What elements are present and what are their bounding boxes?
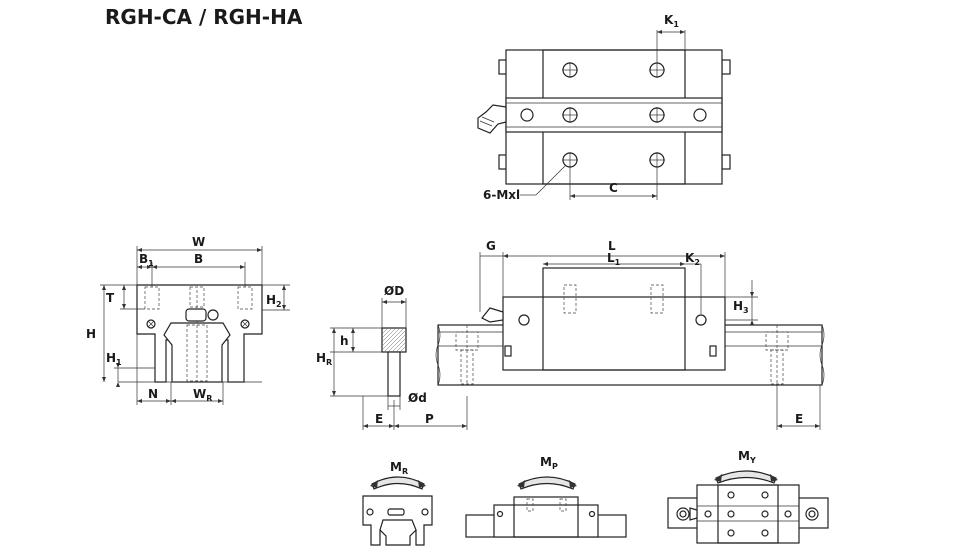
mr-arrow	[371, 476, 425, 490]
dim-h-small: h	[340, 334, 349, 348]
side-block	[502, 296, 726, 371]
mp-arrow	[518, 476, 576, 490]
dim-l1: L1	[607, 251, 621, 267]
dim-e-right: E	[795, 412, 803, 426]
dim-wr: WR	[193, 387, 212, 403]
dim-od-big: ØD	[384, 284, 404, 298]
label-my: MY	[738, 449, 756, 465]
dim-od-small: Ød	[408, 391, 427, 405]
side-view: G L L1 K2 H3 E	[435, 239, 825, 430]
front-view: W B1 B T H H1 H2 N	[86, 235, 290, 405]
mounting-holes	[520, 62, 707, 168]
dim-g: G	[486, 239, 496, 253]
rail-band	[505, 97, 723, 133]
top-view: K1 C 6-Mxl	[477, 13, 731, 202]
front-nipple	[207, 309, 219, 321]
dim-h: H	[86, 327, 96, 341]
dim-h2: H2	[266, 293, 282, 309]
dim-t: T	[106, 291, 115, 305]
screw-label: 6-Mxl	[483, 188, 520, 202]
dim-hr: HR	[316, 351, 332, 367]
dim-h1: H1	[106, 351, 122, 367]
end-seal-br	[721, 154, 731, 170]
drawing-title: RGH-CA / RGH-HA	[105, 5, 303, 29]
dim-w: W	[192, 235, 205, 249]
dim-b1: B1	[139, 252, 154, 268]
dim-b: B	[194, 252, 203, 266]
side-nipple	[481, 307, 504, 323]
dim-c: C	[609, 181, 618, 195]
label-mr: MR	[390, 460, 408, 476]
side-block-center	[542, 267, 686, 371]
rail-detail: ØD h HR Ød E P	[316, 284, 468, 430]
dim-k2: K2	[685, 251, 700, 267]
moment-my: MY	[667, 449, 829, 544]
dim-k1: K1	[664, 13, 679, 29]
grease-nipple	[477, 104, 507, 134]
dim-h3: H3	[733, 299, 749, 315]
dim-l: L	[608, 239, 616, 253]
through-hole	[387, 351, 401, 397]
label-mp: MP	[540, 455, 558, 471]
dim-p: P	[425, 412, 434, 426]
end-seal-tr	[721, 59, 731, 75]
dim-e-left: E	[375, 412, 383, 426]
moment-mp: MP	[465, 455, 627, 538]
dim-n: N	[148, 387, 158, 401]
moment-mr: MR	[362, 460, 433, 546]
my-arrow	[715, 470, 777, 484]
